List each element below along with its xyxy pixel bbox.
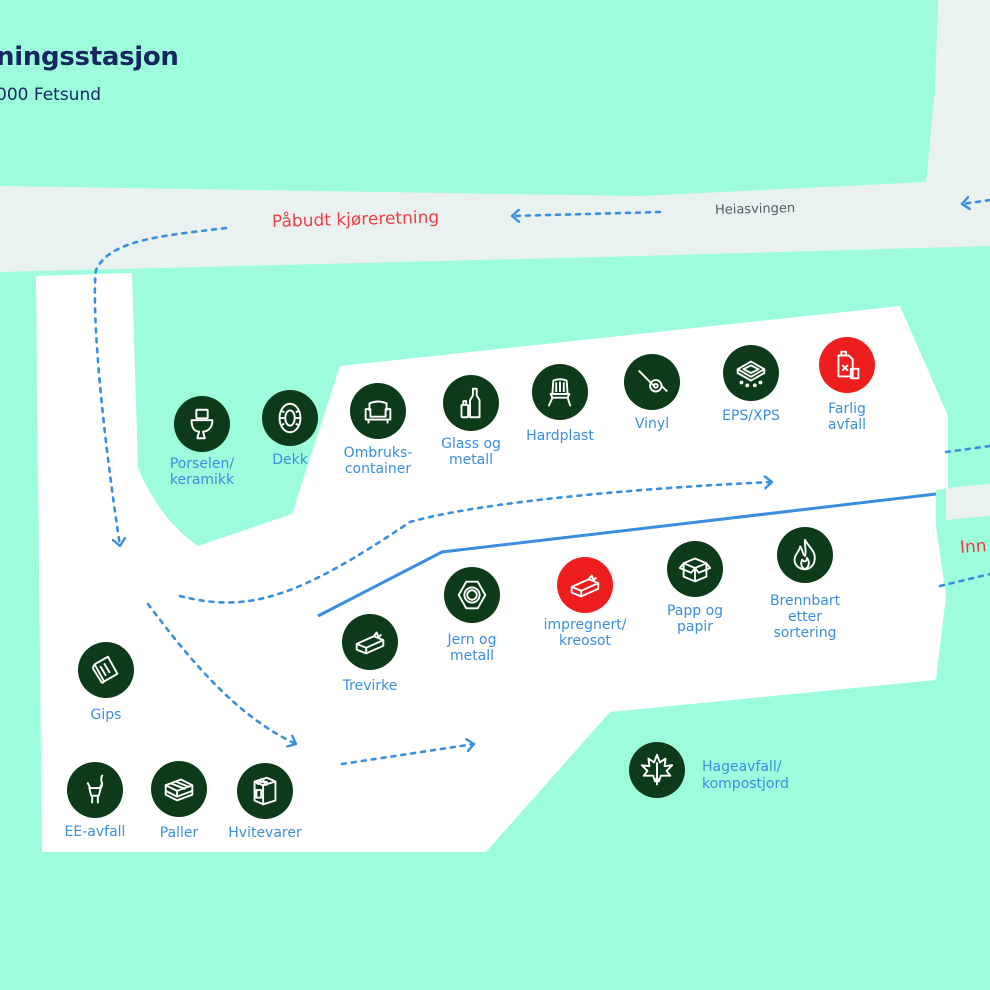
armchair-icon	[350, 383, 406, 439]
station-farlig[interactable]: Farlig avfall	[782, 337, 912, 433]
road-heiasvingen	[0, 180, 990, 272]
traffic-arrow-heiasvingen-west	[510, 212, 662, 216]
station-label: Porselen/ keramikk	[169, 456, 235, 488]
station-eps[interactable]: EPS/XPS	[686, 345, 816, 424]
station-label: Hvitevarer	[228, 825, 302, 841]
station-yard	[36, 273, 948, 852]
station-label: Dekk	[272, 452, 308, 468]
station-ombruk[interactable]: Ombruks- container	[313, 383, 443, 477]
station-dekk[interactable]: Dekk	[225, 390, 355, 468]
leaf-icon	[629, 742, 685, 798]
station-porselen[interactable]: Porselen/ keramikk	[137, 396, 267, 488]
station-label: Hardplast	[526, 428, 594, 444]
hazard-canister-icon	[819, 337, 875, 393]
station-papp[interactable]: Papp og papir	[630, 541, 760, 635]
page-subtitle: 000 Fetsund	[0, 85, 102, 105]
flame-icon	[777, 527, 833, 583]
station-glass[interactable]: Glass og metall	[406, 375, 536, 468]
hex-nut-icon	[444, 567, 500, 623]
road-north	[926, 0, 990, 182]
street-name-label: Heiasvingen	[714, 200, 796, 218]
station-hvitevarer[interactable]: Hvitevarer	[200, 763, 330, 841]
entrance-label: Inn	[959, 536, 988, 558]
treated-wood-icon	[557, 557, 613, 613]
station-label: Jern og metall	[447, 632, 497, 664]
pallet-icon	[151, 761, 207, 817]
traffic-arrow-right-bottom	[938, 572, 990, 588]
station-label: EPS/XPS	[722, 408, 780, 424]
station-vinyl[interactable]: Vinyl	[587, 354, 717, 432]
station-label: Paller	[159, 825, 199, 841]
garden-chair-icon	[532, 364, 588, 420]
station-ee[interactable]: EE-avfall	[30, 762, 160, 840]
stove-icon	[237, 763, 293, 819]
station-jern[interactable]: Jern og metall	[407, 567, 537, 664]
station-trevirke[interactable]: Trevirke	[305, 614, 435, 694]
toilet-icon	[174, 396, 230, 452]
traffic-arrow-north-entry	[960, 200, 990, 204]
cardboard-box-icon	[667, 541, 723, 597]
broken-beam-icon	[342, 614, 398, 670]
vinyl-roll-icon	[624, 354, 680, 410]
station-label: Ombruks- container	[343, 445, 413, 477]
station-label: Trevirke	[342, 678, 398, 694]
station-label: Papp og papir	[666, 603, 724, 635]
gypsum-board-icon	[78, 642, 134, 698]
electric-plug-icon	[67, 762, 123, 818]
traffic-arrow-lower-east	[340, 744, 476, 766]
road-entrance	[946, 484, 990, 520]
station-brennbart[interactable]: Brennbart etter sortering	[740, 527, 870, 641]
station-label: Glass og metall	[441, 436, 501, 468]
station-hardplast[interactable]: Hardplast	[495, 364, 625, 444]
station-label: Gips	[90, 707, 122, 723]
station-hage[interactable]	[592, 742, 722, 798]
yard-divider-line	[317, 492, 937, 618]
station-paller[interactable]: Paller	[114, 761, 244, 841]
station-label: Vinyl	[634, 416, 670, 432]
station-label: Farlig avfall	[827, 401, 867, 433]
traffic-arrow-right-top	[944, 444, 990, 454]
page-title: ningsstasjon	[0, 42, 179, 72]
station-label-hage: Hageavfall/ kompostjord	[702, 759, 789, 792]
bottles-icon	[443, 375, 499, 431]
station-label: impregnert/ kreosot	[543, 617, 627, 649]
station-label: EE-avfall	[64, 824, 126, 840]
styrofoam-icon	[723, 345, 779, 401]
station-gips[interactable]: Gips	[41, 642, 171, 723]
traffic-arrow-lower-diagonal	[146, 602, 298, 744]
station-impregnert[interactable]: impregnert/ kreosot	[520, 557, 650, 649]
traffic-arrow-entry-top	[93, 226, 228, 548]
station-label: Brennbart etter sortering	[769, 593, 841, 641]
tire-icon	[262, 390, 318, 446]
traffic-arrow-upper-lane	[178, 482, 774, 604]
